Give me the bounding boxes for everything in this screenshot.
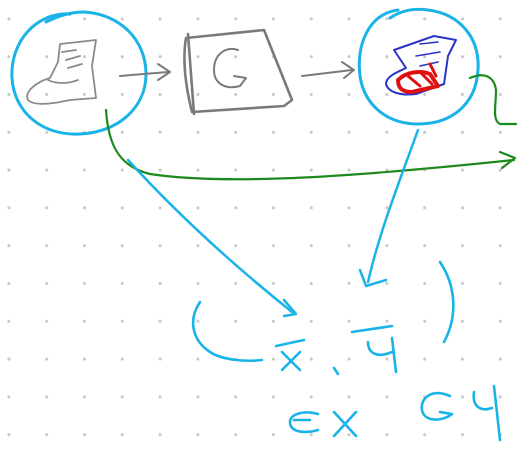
generator-box-icon [183,28,294,116]
arrow-generator-to-output [301,61,355,79]
pair-expression [191,260,455,376]
arrow-input-to-x [126,158,298,318]
green-arrow-to-discriminator [104,74,517,181]
input-image-circle [10,10,148,136]
arrow-output-to-y [358,128,420,288]
generator-letter [213,48,247,89]
bottom-expression [288,384,502,442]
sketch-shoe-icon [26,39,97,105]
generated-shoe-icon [385,35,457,96]
output-image-circle [357,7,480,126]
arrow-input-to-generator [119,63,171,81]
